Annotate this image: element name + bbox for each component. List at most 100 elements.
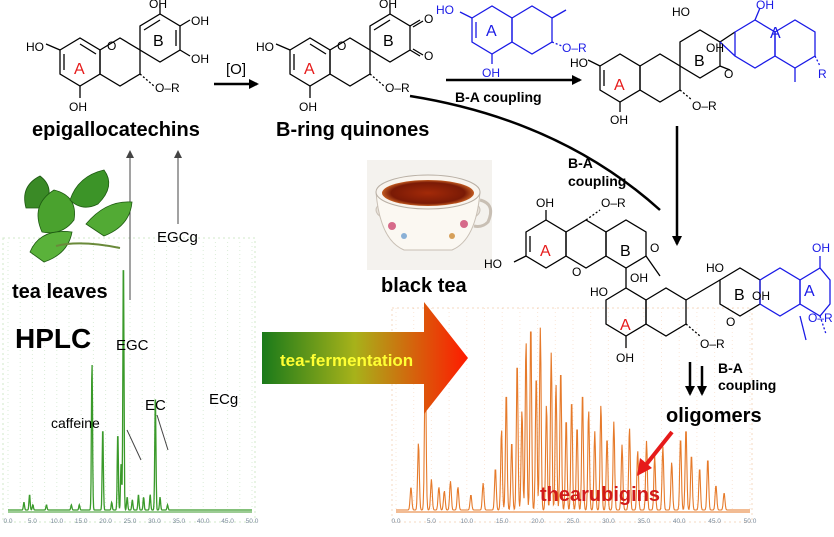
egc-oh-bottom: OH xyxy=(69,100,87,114)
oligomers-label: oligomers xyxy=(666,405,762,427)
left-chart-frame xyxy=(2,237,256,523)
dimer-structure xyxy=(587,7,821,112)
trimer-ring-a-2: A xyxy=(620,317,631,334)
dimer-or: O–R xyxy=(692,99,717,113)
x-tick-label: 25.0 xyxy=(124,518,137,525)
caffeine-leader xyxy=(126,429,142,461)
x-tick-label: 50.0 xyxy=(246,518,259,525)
trimer-or-bottom: O–R xyxy=(700,337,725,351)
x-tick-label: 10.0 xyxy=(460,518,473,525)
egc-o: O xyxy=(107,39,116,53)
trimer-ring-a-1: A xyxy=(540,243,551,260)
egc-or: O–R xyxy=(155,81,180,95)
black-tea-label: black tea xyxy=(381,275,467,297)
trimer-oh-top: OH xyxy=(536,196,554,210)
trimer-or-top: O–R xyxy=(601,196,626,210)
trimer-oh-blue: OH xyxy=(812,241,830,255)
egc-ring-b: B xyxy=(153,33,164,50)
peak-label-egc: EGC xyxy=(116,337,149,354)
dimer-oh-bottom: OH xyxy=(610,113,628,127)
egc-oh-right: OH xyxy=(191,14,209,28)
tea-leaves-image xyxy=(24,169,133,263)
trimer-ho-left: HO xyxy=(484,257,502,271)
a-ring-partner-structure xyxy=(459,5,567,64)
trimer-ho-mid: HO xyxy=(590,285,608,299)
thearubigins-arrow xyxy=(643,430,674,468)
quinone-ring-a: A xyxy=(304,61,315,78)
oxidation-label: [O] xyxy=(226,61,246,78)
ba-coupling-label-3: B-A xyxy=(718,360,743,376)
hplc-label: HPLC xyxy=(15,323,91,354)
egc-ring-a: A xyxy=(74,61,85,78)
ba-coupling-curve xyxy=(409,94,661,211)
x-tick-label: 0.0 xyxy=(3,518,12,525)
ba-coupling-label-1: B-A xyxy=(568,155,593,171)
partner-or: O–R xyxy=(562,41,587,55)
partner-ho: HO xyxy=(436,3,454,17)
quinone-oh-top: OH xyxy=(379,0,397,11)
trimer-or-blue: O–R xyxy=(808,311,833,325)
quinone-ho-left: HO xyxy=(256,40,274,54)
trimer-oh-bottom: OH xyxy=(616,351,634,365)
x-tick-label: 40.0 xyxy=(673,518,686,525)
trimer-ring-b-1: B xyxy=(620,243,631,260)
x-tick-label: 20.0 xyxy=(531,518,544,525)
right-chromatogram-trace xyxy=(396,327,750,511)
x-tick-label: 0.0 xyxy=(391,518,400,525)
x-tick-label: 40.0 xyxy=(197,518,210,525)
x-tick-label: 30.0 xyxy=(602,518,615,525)
partner-oh: OH xyxy=(482,66,500,80)
x-tick-label: 15.0 xyxy=(496,518,509,525)
right-chart-frame xyxy=(391,307,753,523)
quinone-o-lower: O xyxy=(424,49,433,63)
peak-label-ecg: ECg xyxy=(209,391,238,408)
tea-fermentation-label: tea-fermentation xyxy=(280,351,413,370)
trimer-ring-b-2: B xyxy=(734,287,745,304)
egc-oh-top: OH xyxy=(149,0,167,11)
ec-leader xyxy=(156,414,169,451)
egc-ho-left: HO xyxy=(26,40,44,54)
epigallocatechin-structure xyxy=(45,4,191,98)
dimer-ring-a-blue: A xyxy=(770,25,781,42)
trimer-oh-right: OH xyxy=(752,289,770,303)
x-tick-label: 35.0 xyxy=(172,518,185,525)
x-tick-label: 45.0 xyxy=(221,518,234,525)
x-tick-label: 50.0 xyxy=(744,518,757,525)
dimer-oh-mid: OH xyxy=(706,41,724,55)
epigallocatechins-label: epigallocatechins xyxy=(32,119,200,141)
x-tick-label: 10.0 xyxy=(50,518,63,525)
dimer-ring-a-red: A xyxy=(614,77,625,94)
b-ring-quinone-structure xyxy=(275,4,424,98)
quinone-ring-b: B xyxy=(383,33,394,50)
x-tick-label: 20.0 xyxy=(99,518,112,525)
dimer-oh-blue: OH xyxy=(756,0,774,12)
dimer-ho-top: HO xyxy=(672,5,690,19)
left-chromatogram-trace xyxy=(8,270,252,512)
trimer-oh-mid: OH xyxy=(630,271,648,285)
dimer-r: R xyxy=(818,67,827,81)
quinone-o-upper: O xyxy=(424,12,433,26)
egc-oh-lower: OH xyxy=(191,52,209,66)
ba-coupling-label-4: coupling xyxy=(718,377,776,393)
x-tick-label: 5.0 xyxy=(427,518,436,525)
x-tick-label: 15.0 xyxy=(75,518,88,525)
ba-coupling-label-top: B-A coupling xyxy=(455,89,542,105)
x-tick-label: 35.0 xyxy=(637,518,650,525)
dimer-ho: HO xyxy=(570,56,588,70)
trimer-ho-right: HO xyxy=(706,261,724,275)
tea-fermentation-arrow: tea-fermentation xyxy=(262,302,468,414)
dimer-o: O xyxy=(724,67,733,81)
trimer-o-left: O xyxy=(572,265,581,279)
ba-coupling-label-2: coupling xyxy=(568,173,626,189)
peak-label-ec: EC xyxy=(145,397,166,414)
thearubigins-label: thearubigins xyxy=(540,484,660,506)
b-ring-quinones-label: B-ring quinones xyxy=(276,119,429,141)
thearubigins-arrowhead xyxy=(637,458,652,476)
partner-ring-a: A xyxy=(486,23,497,40)
peak-label-egcg: EGCg xyxy=(157,229,198,246)
